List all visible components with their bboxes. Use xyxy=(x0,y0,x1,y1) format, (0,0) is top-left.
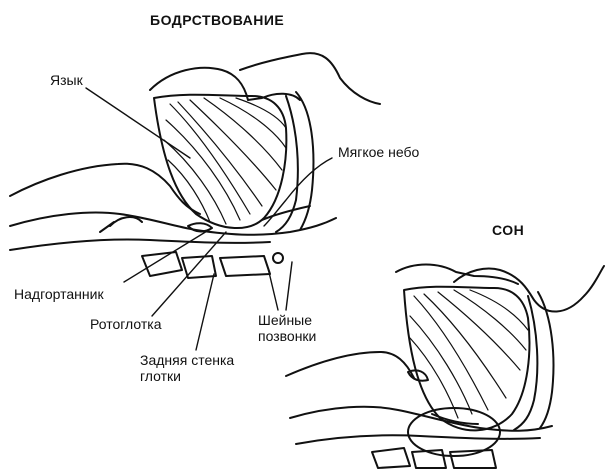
label-posterior-wall-line-1: Задняя стенка xyxy=(140,352,234,368)
awake-tongue-fibers xyxy=(164,98,286,224)
awake-vertebra-knob xyxy=(273,253,283,263)
awake-vertebra-3 xyxy=(220,256,270,276)
label-epiglottis: Надгортанник xyxy=(14,286,104,302)
awake-neck xyxy=(10,164,200,214)
awake-vertebra-2 xyxy=(182,256,216,278)
awake-tongue-outline xyxy=(154,95,286,228)
sleep-obstruction-circle xyxy=(408,408,500,456)
label-oropharynx: Ротоглотка xyxy=(90,316,161,332)
label-posterior-pharyngeal-wall: Задняя стенка глотки xyxy=(140,352,234,384)
label-posterior-wall-line-2: глотки xyxy=(140,368,234,384)
sleep-vertebra-1 xyxy=(372,448,410,468)
sleep-head-section xyxy=(286,265,604,469)
label-cervical-vertebrae: Шейные позвонки xyxy=(258,312,316,344)
title-sleep: СОН xyxy=(492,222,524,238)
sleep-pharynx-wall xyxy=(514,296,537,430)
sleep-palate-outline xyxy=(396,265,518,285)
title-awake: БОДРСТВОВАНИЕ xyxy=(150,12,284,28)
sleep-vertebra-3 xyxy=(450,450,496,468)
label-tongue: Язык xyxy=(50,72,83,88)
label-soft-palate: Мягкое небо xyxy=(338,144,419,160)
awake-vertebra-1 xyxy=(142,252,182,276)
label-cervical-vertebrae-line-1: Шейные xyxy=(258,312,316,328)
sleep-neck xyxy=(286,352,414,378)
label-cervical-vertebrae-line-2: позвонки xyxy=(258,328,316,344)
